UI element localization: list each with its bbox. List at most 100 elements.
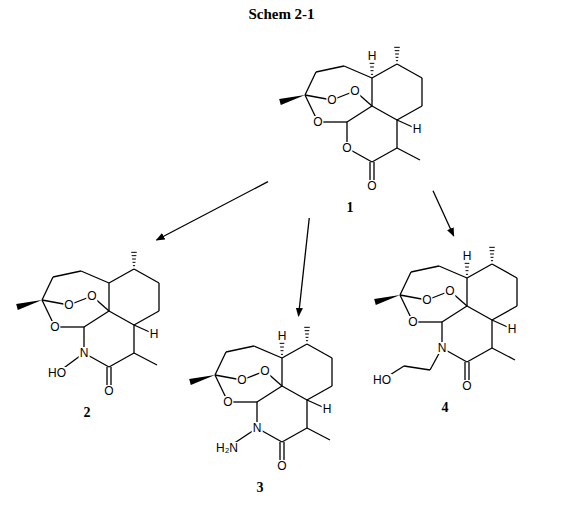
hashed-bond	[132, 259, 136, 260]
compound-number: 1	[347, 201, 354, 215]
single-bond	[306, 400, 307, 428]
hashed-bond	[491, 260, 493, 261]
single-bond	[347, 106, 372, 122]
wedge-bond	[279, 95, 305, 105]
single-bond	[397, 64, 422, 78]
atom-label: O	[461, 380, 472, 392]
single-bond	[491, 320, 492, 348]
compound-structure: OOONOHOHH4	[363, 236, 528, 418]
single-bond	[42, 277, 53, 300]
single-bond	[134, 311, 159, 325]
atom-label: O	[366, 180, 377, 192]
compound-number: 3	[257, 481, 264, 495]
single-bond	[466, 278, 467, 306]
single-bond	[467, 306, 492, 320]
compound-number: 4	[442, 401, 449, 415]
single-bond	[307, 344, 332, 358]
single-bond	[158, 283, 159, 311]
single-bond	[442, 306, 467, 322]
atom-label: O	[276, 460, 287, 472]
atom-label: N	[79, 347, 90, 359]
atom-label: O	[312, 116, 323, 128]
single-bond	[439, 266, 467, 278]
atom-label: HO	[372, 374, 392, 386]
hashed-bond	[306, 337, 309, 338]
single-bond	[492, 306, 517, 320]
single-bond	[372, 148, 397, 162]
single-bond	[331, 358, 332, 386]
single-bond	[134, 269, 159, 283]
hashed-bond	[395, 50, 400, 51]
single-bond	[226, 346, 254, 352]
atom-label: O	[222, 396, 233, 408]
single-bond	[84, 311, 109, 327]
hashed-bond	[306, 340, 308, 341]
single-bond	[467, 348, 492, 362]
single-bond	[307, 386, 332, 400]
single-bond	[81, 271, 109, 283]
hashed-bond	[465, 267, 469, 268]
hashed-bond	[305, 330, 310, 331]
hashed-bond	[489, 247, 495, 248]
hashed-bond	[490, 250, 495, 251]
atom-label: O	[421, 294, 432, 306]
single-bond	[316, 66, 344, 72]
atom-label: N	[437, 342, 448, 354]
hashed-bond	[305, 334, 309, 335]
hashed-bond	[132, 255, 137, 256]
wedge-bond	[16, 300, 42, 310]
hashed-bond	[280, 343, 285, 344]
single-bond	[108, 283, 109, 311]
bond-drawing	[268, 36, 433, 218]
hashed-bond	[131, 252, 137, 253]
atom-label: N	[252, 422, 263, 434]
wedge-bond	[374, 295, 400, 305]
hashed-bond	[466, 270, 469, 271]
atom-label: O	[444, 285, 455, 297]
atom-label: O	[236, 374, 247, 386]
hashed-bond	[490, 254, 494, 255]
atom-label: O	[63, 299, 74, 311]
compound-structure: OOOH₂NNOHH3	[183, 316, 348, 498]
reaction-arrow	[433, 191, 454, 236]
atom-label: O	[49, 321, 60, 333]
single-bond	[467, 264, 492, 278]
atom-label: O	[259, 365, 270, 377]
atom-label: O	[349, 85, 360, 97]
hashed-bond	[281, 354, 283, 355]
single-bond	[53, 271, 81, 277]
single-bond	[492, 348, 515, 360]
hashed-bond	[371, 70, 374, 71]
single-bond	[305, 72, 316, 95]
single-bond	[282, 344, 307, 358]
single-bond	[516, 278, 517, 306]
single-bond	[397, 106, 422, 120]
single-bond	[371, 78, 372, 106]
atom-label: H₂N	[215, 442, 239, 454]
hashed-bond	[281, 350, 284, 351]
atom-label: H	[322, 403, 333, 415]
single-bond	[307, 428, 330, 440]
compound-number: 2	[84, 406, 91, 420]
atom-label: O	[326, 94, 337, 106]
hashed-bond	[465, 263, 470, 264]
single-bond	[282, 428, 307, 442]
reaction-arrow	[157, 182, 269, 240]
single-bond	[282, 386, 307, 400]
single-bond	[133, 325, 134, 353]
single-bond	[372, 64, 397, 78]
atom-label: H	[507, 323, 518, 335]
atom-label: O	[407, 316, 418, 328]
hashed-bond	[491, 257, 494, 258]
atom-label: H	[277, 330, 288, 342]
single-bond	[411, 266, 439, 272]
hashed-bond	[371, 74, 373, 75]
single-bond	[134, 353, 157, 365]
bond-drawing	[363, 236, 528, 418]
single-bond	[404, 366, 430, 370]
hashed-bond	[370, 67, 374, 68]
atom-label: HO	[47, 367, 67, 379]
hashed-bond	[304, 327, 310, 328]
